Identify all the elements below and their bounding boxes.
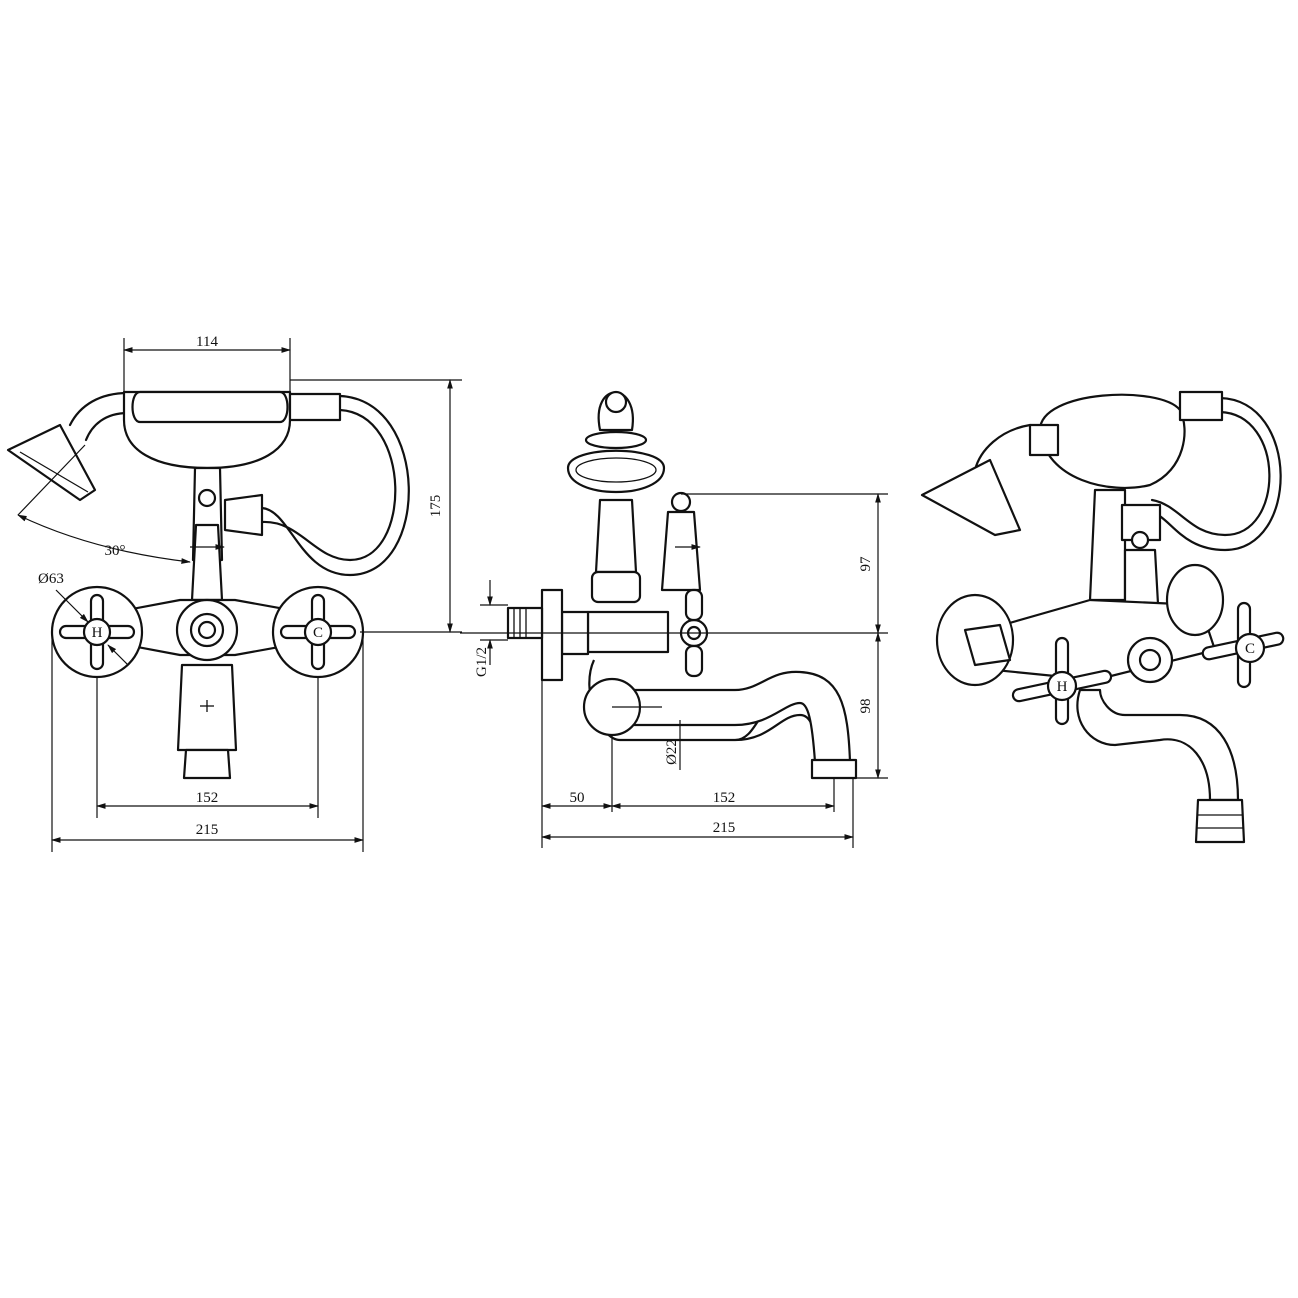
front-handset: [131, 390, 289, 424]
dim-upper-height: 97: [858, 556, 874, 572]
iso-handset: [1038, 393, 1186, 489]
side-shower-head: [566, 449, 666, 493]
dim-total-width: 215: [196, 822, 219, 838]
dim-total-depth: 215: [713, 820, 736, 836]
dim-centres: 152: [196, 790, 219, 806]
iso-handle-hot-letter: H: [1057, 679, 1068, 695]
iso-stem: [1088, 488, 1127, 602]
side-spout: [618, 670, 852, 764]
side-spout-tip: [810, 758, 858, 780]
iso-cross-handle-hot: H: [1011, 636, 1113, 726]
dim-rotation-angle: 30°: [105, 543, 126, 559]
dim-total-height: 175: [428, 495, 444, 518]
front-shower-neck-bottom: [84, 411, 130, 442]
front-handle-hot-letter: H: [92, 625, 103, 641]
iso-cross-handle-cold: C: [1201, 601, 1285, 689]
side-stem: [594, 498, 638, 574]
front-hose-outer: [260, 394, 410, 577]
dim-thread: G1/2: [474, 647, 490, 677]
iso-shower-head: [920, 458, 1022, 537]
side-lever: [660, 510, 702, 592]
front-shower-head: [6, 423, 97, 502]
dim-wall-offset: 50: [570, 790, 585, 806]
front-shower-neck-top: [68, 391, 130, 427]
iso-view: H C: [920, 390, 1285, 844]
iso-spout: [1076, 688, 1240, 802]
side-body: [586, 610, 670, 654]
front-view: H C 114 175 30° Ø63 152: [6, 334, 462, 852]
dim-rosette-diameter: Ø63: [38, 571, 64, 587]
dim-spout-projection: 152: [713, 790, 736, 806]
iso-spout-tip: [1194, 798, 1246, 844]
front-handset-cap: [288, 392, 342, 422]
iso-handle-cold-letter: C: [1245, 641, 1255, 657]
front-cross-handle-left: H: [58, 593, 136, 671]
dim-lower-height: 98: [858, 699, 874, 714]
front-spout-tip: [182, 748, 232, 780]
front-hose-inner: [260, 408, 397, 562]
iso-rosette-right: [1165, 563, 1225, 637]
dim-spout-diameter: Ø22: [664, 739, 680, 765]
front-hose-connector: [223, 493, 264, 537]
side-wall-flange: [540, 588, 564, 682]
front-handle-cold-letter: C: [313, 625, 323, 641]
dim-handshower-length: 114: [196, 334, 218, 350]
front-cross-handle-right: C: [279, 593, 357, 671]
front-diverter-lever: [190, 523, 224, 602]
side-view: 97 98 G1/2 Ø22 50 152 215: [460, 390, 888, 848]
